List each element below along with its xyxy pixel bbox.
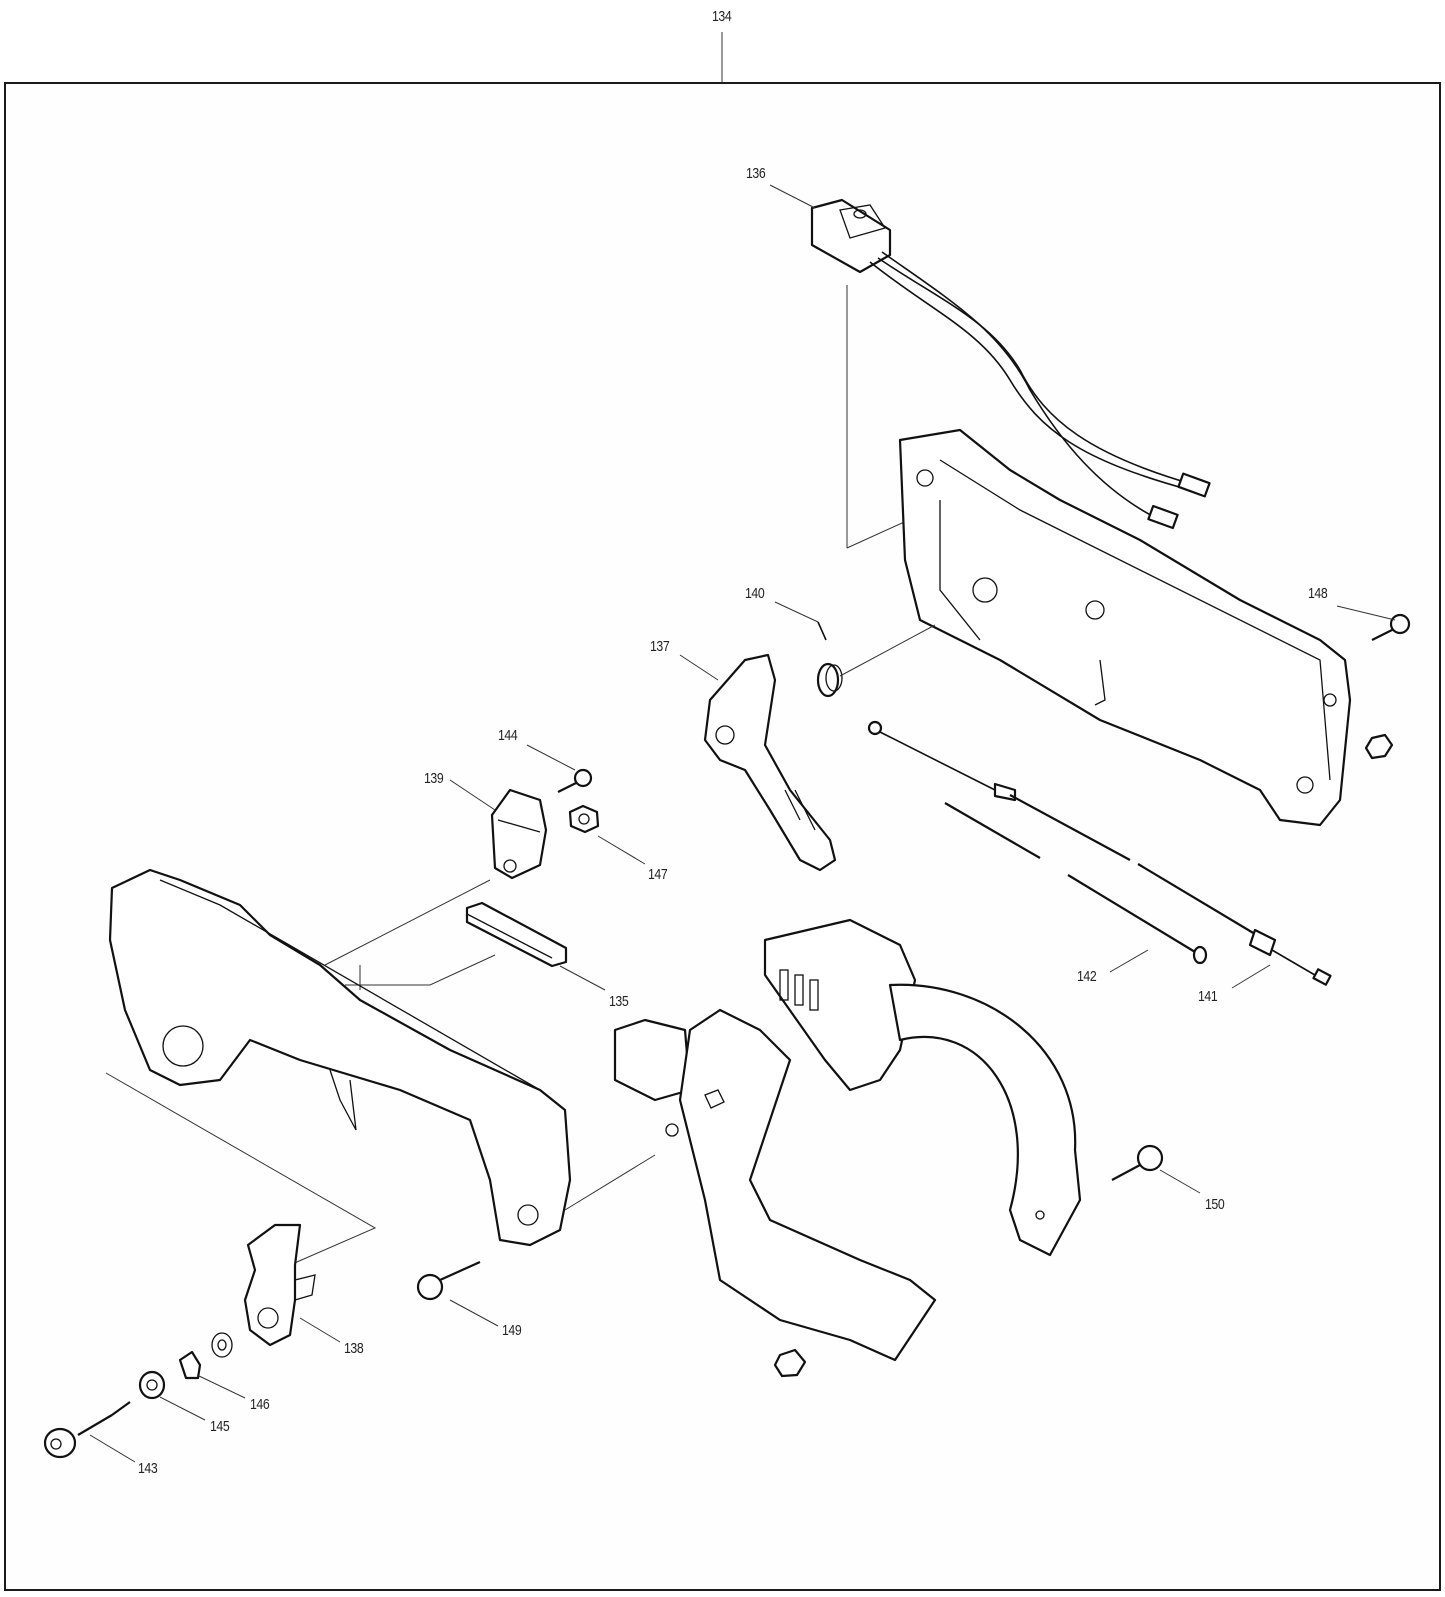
part-label-146: 146 xyxy=(250,1396,270,1413)
screw-part-144[interactable] xyxy=(557,768,593,793)
bolt-part-143[interactable] xyxy=(43,1401,131,1459)
part-label-140: 140 xyxy=(745,585,765,602)
nut-part-147[interactable] xyxy=(568,804,600,834)
washer-part-145[interactable] xyxy=(138,1370,166,1400)
screw-part-148[interactable] xyxy=(1371,613,1411,641)
spring-part-140[interactable] xyxy=(816,621,936,698)
switch-part-136[interactable] xyxy=(810,198,1211,530)
nut-icon xyxy=(1364,733,1394,760)
diagram-frame xyxy=(4,82,1441,1591)
part-label-135: 135 xyxy=(609,993,629,1010)
part-label-144: 144 xyxy=(498,727,518,744)
part-label-149: 149 xyxy=(502,1322,522,1339)
handle-housing-right[interactable] xyxy=(898,428,1352,827)
part-label-138: 138 xyxy=(344,1340,364,1357)
part-label-142: 142 xyxy=(1077,968,1097,985)
part-label-136: 136 xyxy=(746,165,766,182)
bolt-part-149[interactable] xyxy=(416,1260,481,1301)
pad-part-135[interactable] xyxy=(465,901,568,968)
bracket-part-139[interactable] xyxy=(490,788,548,880)
bolt-part-150[interactable] xyxy=(1111,1144,1164,1181)
part-label-134: 134 xyxy=(712,8,732,25)
clamp-part[interactable] xyxy=(613,918,1082,1362)
part-label-147: 147 xyxy=(648,866,668,883)
part-label-148: 148 xyxy=(1308,585,1328,602)
part-label-150: 150 xyxy=(1205,1196,1225,1213)
part-label-137: 137 xyxy=(650,638,670,655)
trigger-part-137[interactable] xyxy=(703,653,837,872)
spacer-part-146[interactable] xyxy=(178,1350,202,1380)
part-label-143: 143 xyxy=(138,1460,158,1477)
part-label-141: 141 xyxy=(1198,988,1218,1005)
part-label-139: 139 xyxy=(424,770,444,787)
cable-part-141[interactable] xyxy=(867,720,1332,986)
nut-icon xyxy=(773,1348,807,1378)
washer-icon-146a xyxy=(211,1332,233,1358)
handle-housing-left[interactable] xyxy=(108,868,572,1247)
lever-part-138[interactable] xyxy=(243,1223,316,1347)
part-label-145: 145 xyxy=(210,1418,230,1435)
tube-part-142[interactable] xyxy=(944,802,1208,965)
